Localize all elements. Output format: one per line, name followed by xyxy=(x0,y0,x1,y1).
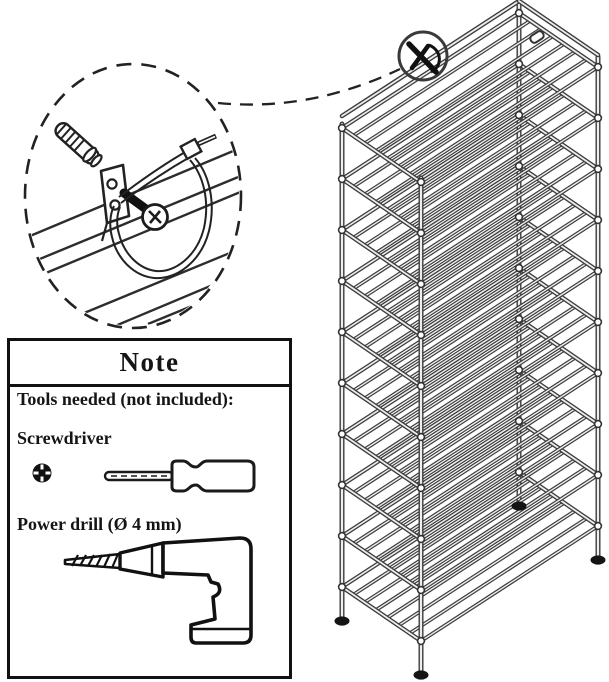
rail-connector-clip xyxy=(529,30,545,44)
power-drill-icon xyxy=(63,536,253,645)
screw xyxy=(119,188,169,231)
callout-leader-line xyxy=(217,67,401,106)
screwdriver-icon xyxy=(103,459,256,493)
tool-label-screwdriver: Screwdriver xyxy=(17,428,112,448)
note-title: Note xyxy=(10,341,289,387)
drill-bit-hatching xyxy=(71,553,120,569)
cable-tie xyxy=(109,133,218,280)
note-box: Note Tools needed (not included): Screwd… xyxy=(7,338,292,679)
closeup-rail-lines xyxy=(27,144,239,326)
phillips-screw-head-icon xyxy=(32,463,52,483)
mounting-bracket xyxy=(99,163,131,242)
tools-heading: Tools needed (not included): xyxy=(17,389,234,409)
callout-target-circle xyxy=(397,30,449,82)
note-body: Tools needed (not included): Screwdriver… xyxy=(10,387,289,676)
tool-label-power-drill: Power drill (Ø 4 mm) xyxy=(17,514,182,534)
wall-anchor xyxy=(54,122,103,168)
shelf-rack-drawing xyxy=(334,0,606,680)
magnifier-dashed-circle xyxy=(23,62,243,330)
